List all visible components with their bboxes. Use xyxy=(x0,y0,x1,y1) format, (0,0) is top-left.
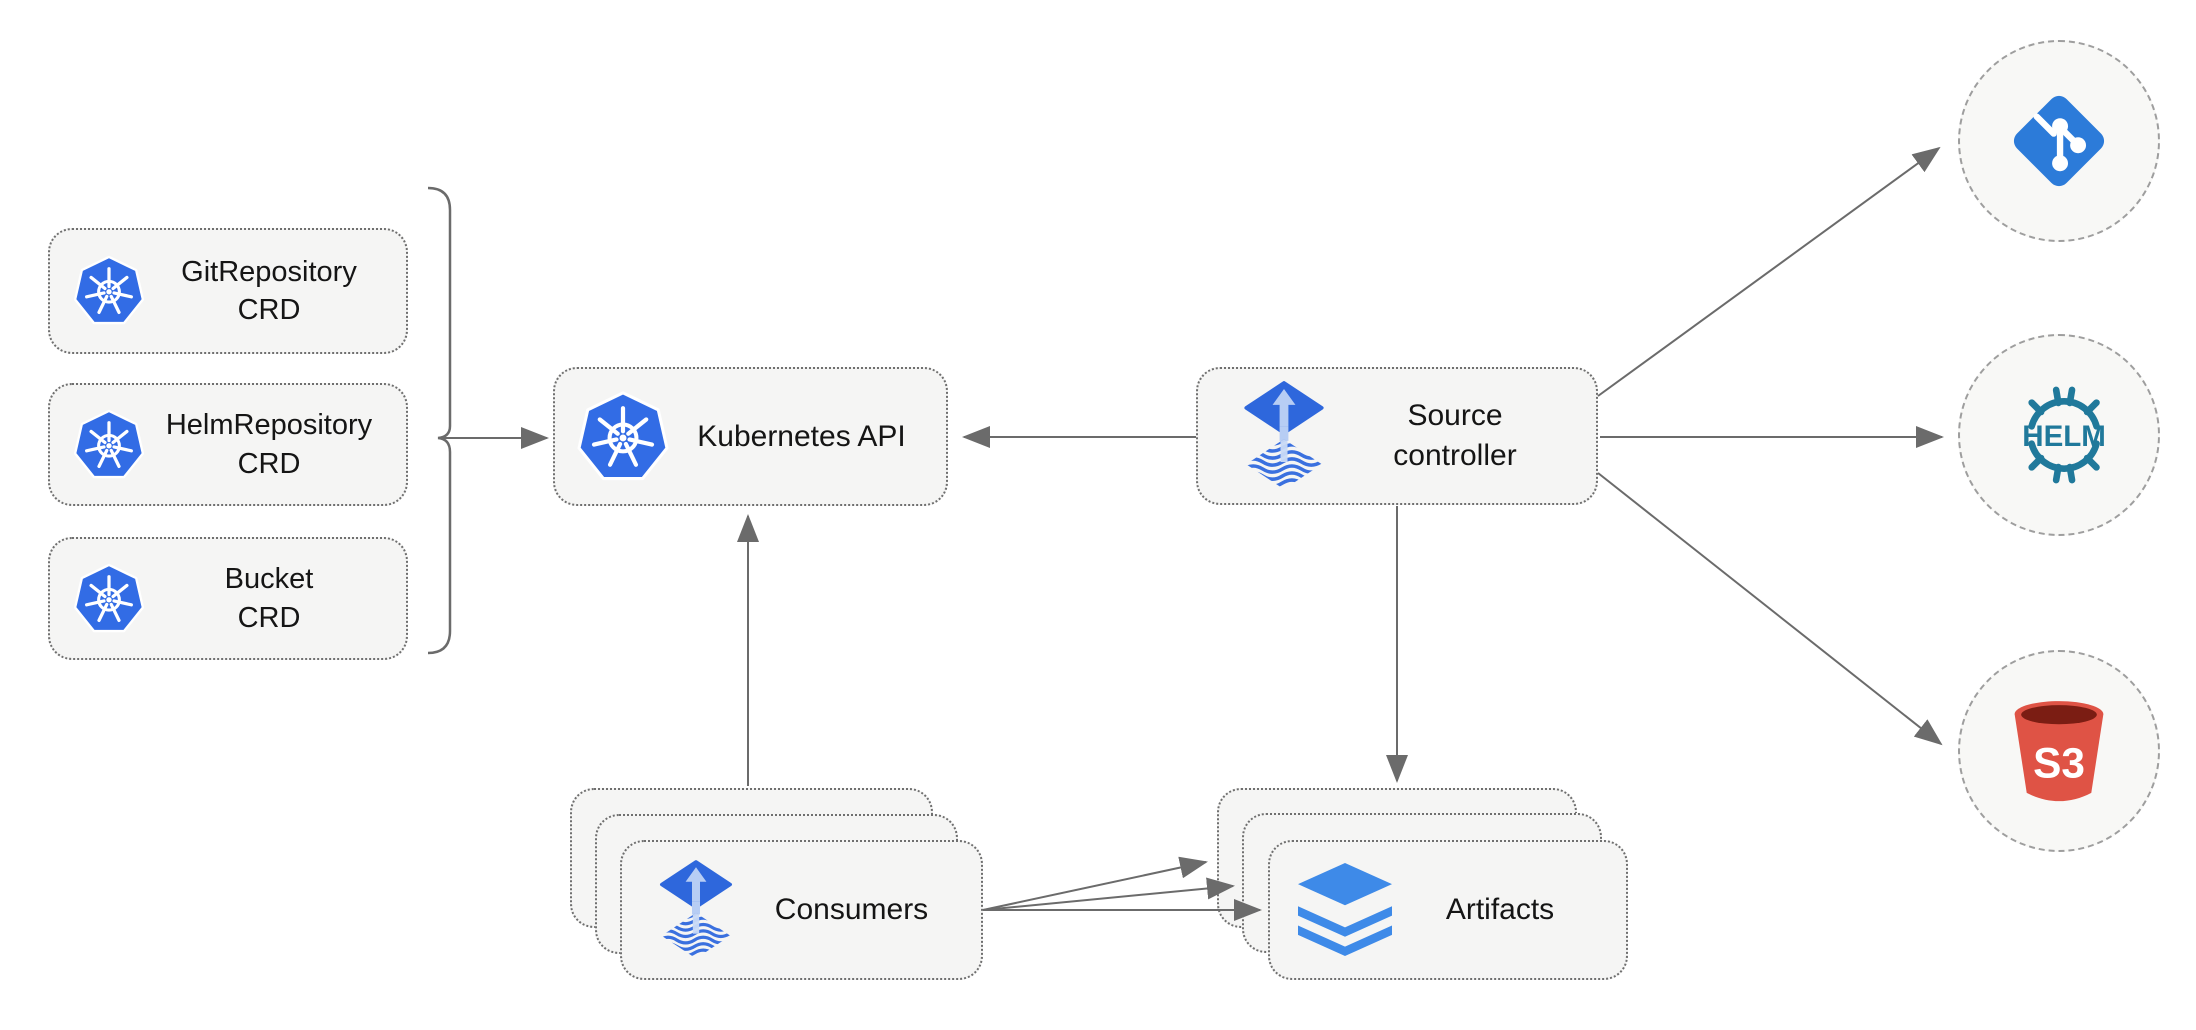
edge-consumers-to-artifacts-1 xyxy=(982,856,1208,911)
consumers-label: Consumers xyxy=(774,893,929,927)
node-kubernetes-api: Kubernetes API xyxy=(553,367,948,506)
kubernetes-api-label: Kubernetes API xyxy=(697,419,906,453)
gitrepository-crd-label: GitRepository CRD xyxy=(181,255,357,326)
source-controller-label: Source controller xyxy=(1393,399,1517,472)
kubernetes-icon xyxy=(72,408,146,482)
flux-icon xyxy=(656,860,736,961)
node-consumers: Consumers xyxy=(620,840,983,980)
node-bucket-crd: Bucket CRD xyxy=(48,537,408,660)
crd-group-bracket xyxy=(427,186,452,655)
helm-logo-text: HELM xyxy=(2022,420,2106,453)
endpoint-s3: S3 xyxy=(1958,650,2160,852)
flux-icon xyxy=(1240,381,1328,492)
layers-icon xyxy=(1298,863,1392,957)
edge-source-controller-to-s3 xyxy=(1597,472,1943,746)
bucket-crd-label: Bucket CRD xyxy=(224,563,314,634)
s3-logo-text: S3 xyxy=(2033,740,2085,787)
edge-consumers-to-artifacts-2 xyxy=(982,877,1235,911)
endpoint-git xyxy=(1958,40,2160,242)
node-gitrepository-crd: GitRepository CRD xyxy=(48,228,408,354)
endpoint-helm: HELM xyxy=(1958,334,2160,536)
edge-source-controller-to-git xyxy=(1597,146,1941,397)
node-helmrepository-crd: HelmRepository CRD xyxy=(48,383,408,506)
kubernetes-icon xyxy=(72,562,146,636)
artifacts-label: Artifacts xyxy=(1445,893,1555,927)
kubernetes-icon xyxy=(575,389,671,485)
kubernetes-icon xyxy=(72,254,146,328)
git-icon xyxy=(2013,95,2105,187)
node-artifacts-stack: Artifacts xyxy=(1217,788,1629,981)
s3-bucket-icon: S3 xyxy=(2014,701,2104,802)
node-source-controller: Source controller xyxy=(1196,367,1598,505)
node-consumers-stack: Consumers xyxy=(570,788,984,981)
helmrepository-crd-label: HelmRepository CRD xyxy=(165,409,373,480)
node-artifacts: Artifacts xyxy=(1268,840,1628,980)
helm-icon: HELM xyxy=(2022,386,2106,484)
